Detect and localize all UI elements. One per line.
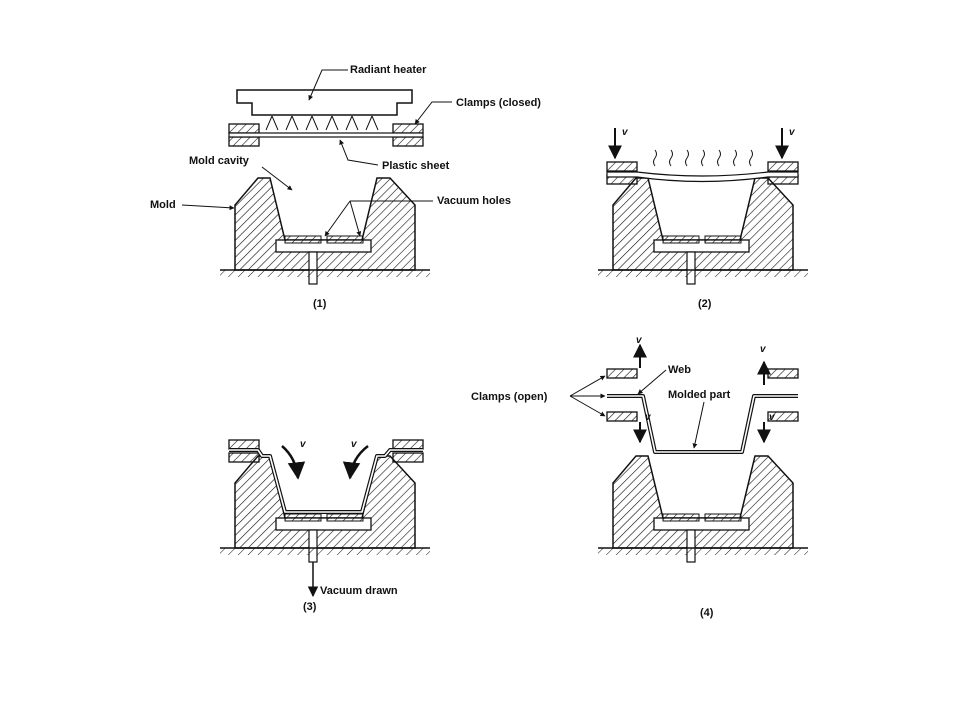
panel-2: v v (2) — [597, 127, 809, 310]
mold — [219, 455, 431, 563]
upper-right-clamp — [767, 368, 799, 379]
velocity-label: v — [300, 439, 307, 450]
panel-3: v v Vacuum drawn (3) — [219, 439, 431, 613]
step-label-4: (4) — [700, 607, 714, 619]
heat-rays — [265, 115, 379, 131]
panel-1: Radiant heater Clamps (closed) Plastic s… — [150, 64, 541, 310]
sagging-plastic-sheet — [606, 171, 799, 183]
mold — [219, 177, 431, 285]
mold-cavity-label: Mold cavity — [189, 155, 250, 167]
vacuum-drawn-label: Vacuum drawn — [320, 585, 398, 597]
step-label-1: (1) — [313, 298, 327, 310]
heat-waves — [653, 149, 753, 167]
velocity-label: v — [789, 127, 796, 138]
clamps-open-label: Clamps (open) — [471, 391, 548, 403]
plastic-sheet — [228, 132, 424, 138]
lower-left-clamp — [606, 411, 638, 422]
web-label: Web — [668, 364, 691, 376]
air-pressure-arrow-left — [281, 445, 306, 480]
step-label-2: (2) — [698, 298, 712, 310]
plastic-sheet-label: Plastic sheet — [382, 160, 450, 172]
velocity-label: v — [760, 344, 767, 355]
panel-4: v v v v Clamps (open) Web Molded part (4… — [471, 335, 809, 619]
mold — [597, 177, 809, 285]
upper-left-clamp — [606, 368, 638, 379]
radiant-heater-block — [236, 89, 413, 116]
vacuum-holes-label: Vacuum holes — [437, 195, 511, 207]
mold-label: Mold — [150, 199, 176, 211]
molded-part-shape — [607, 394, 798, 454]
velocity-label: v — [636, 335, 643, 346]
molded-part-label: Molded part — [668, 389, 731, 401]
mold — [597, 455, 809, 563]
velocity-label: v — [769, 412, 776, 423]
step-label-3: (3) — [303, 601, 317, 613]
velocity-label: v — [622, 127, 629, 138]
velocity-label: v — [351, 439, 358, 450]
lower-right-clamp — [767, 411, 799, 422]
radiant-heater-label: Radiant heater — [350, 64, 427, 76]
velocity-label: v — [645, 412, 652, 423]
clamps-closed-label: Clamps (closed) — [456, 97, 541, 109]
air-pressure-arrow-right — [342, 445, 369, 480]
